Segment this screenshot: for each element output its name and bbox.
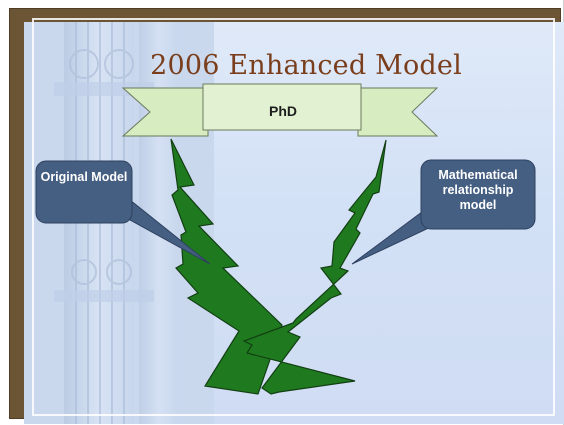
callout-mathematical-model-text: Mathematical relationship model xyxy=(438,168,518,212)
callout-right-box xyxy=(420,159,536,230)
banner-ribbon-left xyxy=(121,87,209,137)
left-tree-shape xyxy=(170,138,283,395)
banner-ribbon-right xyxy=(357,87,439,137)
banner-label: PhD xyxy=(269,103,297,119)
banner-center xyxy=(202,83,362,131)
callout-original-model-text: Original Model xyxy=(40,170,128,184)
right-tree-shape xyxy=(242,139,387,395)
callout-left-box xyxy=(35,160,133,224)
slide-title: 2006 Enhanced Model xyxy=(150,50,462,81)
